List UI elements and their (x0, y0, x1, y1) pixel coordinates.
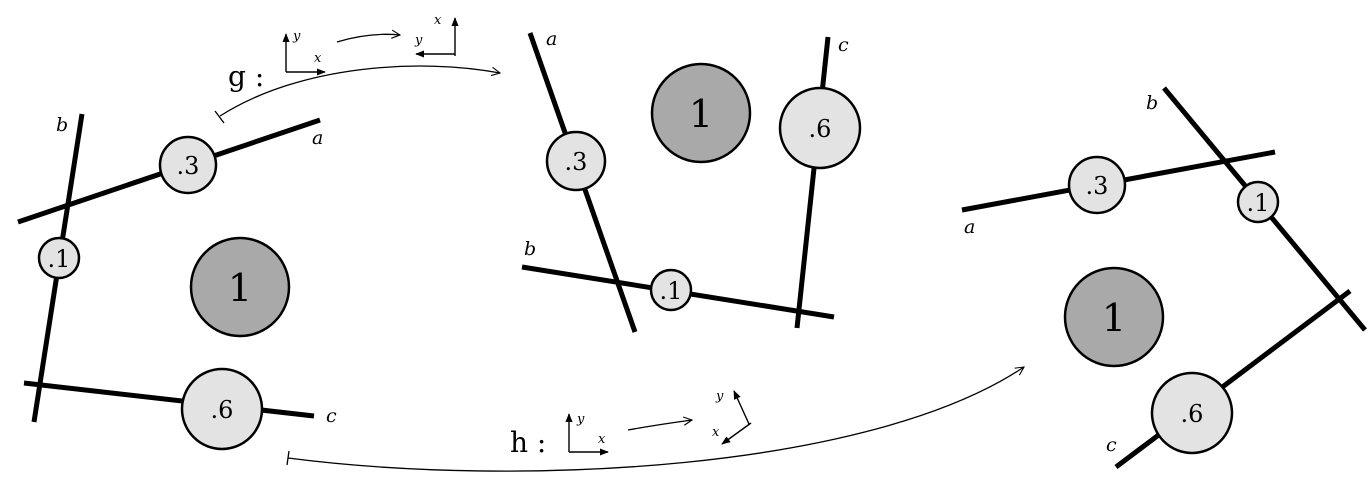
right-line-a-label: a (964, 216, 975, 238)
left-line-c (23, 380, 315, 419)
map-h-small-arrow (627, 420, 692, 431)
left-node-w6-label: .6 (211, 396, 234, 424)
left-node-w1-label: .1 (48, 245, 71, 273)
middle-node-w1-label: .1 (660, 277, 683, 305)
right-node-w6 (1150, 371, 1234, 455)
map-h-to-y-label: y (715, 389, 724, 404)
map-h-to-x-label: x (712, 425, 720, 440)
left-line-a-label: a (312, 127, 323, 149)
middle-node-center-label: 1 (689, 92, 713, 136)
right-line-b-label: b (1146, 92, 1158, 114)
middle-node-w3 (545, 130, 607, 192)
left-node-center-label: 1 (228, 266, 252, 310)
left-node-w1 (37, 236, 81, 280)
right-node-w1-label: .1 (1247, 189, 1270, 217)
left-node-w3 (158, 135, 218, 195)
right-line-c (1114, 289, 1352, 469)
map-g-from-x-label: x (314, 51, 322, 66)
right-node-w3 (1067, 155, 1127, 215)
left-node-w6 (180, 367, 264, 451)
map-g-arrow (219, 65, 500, 117)
middle-node-w6-label: .6 (809, 115, 832, 143)
middle-line-c (794, 36, 831, 329)
right-node-w6-label: .6 (1181, 400, 1204, 428)
map-h-from-x-label: x (598, 432, 606, 447)
left-line-b-label: b (56, 114, 68, 136)
middle-node-w6 (778, 86, 862, 170)
map-h-from-y-label: y (576, 412, 585, 427)
right-line-c-label: c (1106, 434, 1117, 456)
right-node-w3-label: .3 (1086, 172, 1109, 200)
middle-node-w1 (649, 268, 693, 312)
right-node-center (1063, 266, 1165, 368)
middle-node-w3-label: .3 (565, 148, 588, 176)
right-node-w1 (1236, 180, 1280, 224)
map-h-to-y-axis (733, 390, 750, 425)
map-g-label: g : (228, 60, 264, 93)
map-g: g : y x x y (214, 13, 500, 124)
map-g-arrow-start-bar (214, 110, 225, 124)
right-graph: .3 .1 .6 1 a b c (961, 86, 1367, 469)
map-g-to-y-label: y (414, 33, 423, 48)
map-h-label: h : (510, 426, 546, 459)
map-g-small-arrow (336, 34, 400, 43)
middle-line-b-label: b (524, 238, 536, 260)
map-g-from-y-label: y (292, 29, 301, 44)
map-h-to-x-axis (721, 422, 752, 445)
map-g-to-x-label: x (434, 13, 442, 28)
left-node-w3-label: .3 (177, 152, 200, 180)
middle-line-c-label: c (838, 34, 849, 56)
middle-graph: .3 .1 .6 1 a b c (521, 28, 862, 333)
left-node-center (189, 236, 291, 338)
middle-node-center (650, 62, 752, 164)
right-node-center-label: 1 (1102, 296, 1126, 340)
map-h: h : y x y x (286, 367, 1024, 472)
map-h-arrow-start-bar (286, 450, 290, 466)
middle-line-a-label: a (546, 28, 557, 50)
left-line-c-label: c (326, 405, 337, 427)
left-graph: .3 .1 .6 1 a b c (17, 113, 337, 451)
map-h-arrow (287, 367, 1024, 472)
